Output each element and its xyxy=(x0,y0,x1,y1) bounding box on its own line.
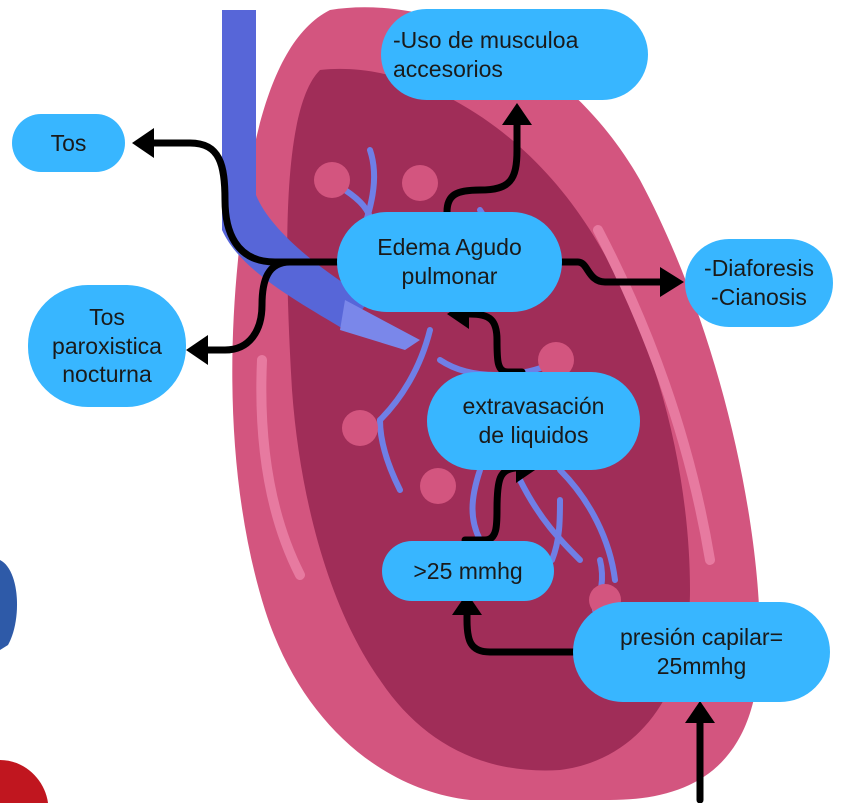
node-presion-capilar-text: presión capilar= 25mmhg xyxy=(620,623,783,681)
node-presion-capilar: presión capilar= 25mmhg xyxy=(573,602,830,702)
node-edema-agudo-text: Edema Agudo pulmonar xyxy=(377,233,522,291)
node-tos: Tos xyxy=(12,114,125,172)
node-mmhg-text: >25 mmhg xyxy=(413,557,522,586)
left-edge-red-shape xyxy=(0,760,48,803)
node-mmhg: >25 mmhg xyxy=(382,541,554,601)
node-diaforesis-cianosis: -Diaforesis -Cianosis xyxy=(685,239,833,327)
node-uso-musculos: -Uso de musculoa accesorios xyxy=(381,9,648,100)
node-uso-musculos-text: -Uso de musculoa accesorios xyxy=(393,26,578,84)
left-edge-blue-shape xyxy=(0,560,17,650)
node-tos-paroxistica-text: Tos paroxistica nocturna xyxy=(52,303,162,389)
node-extravasacion-text: extravasación de liquidos xyxy=(463,392,605,450)
node-edema-agudo: Edema Agudo pulmonar xyxy=(337,212,562,312)
node-tos-text: Tos xyxy=(51,129,87,158)
node-diaforesis-cianosis-text: -Diaforesis -Cianosis xyxy=(704,254,814,312)
node-tos-paroxistica: Tos paroxistica nocturna xyxy=(28,285,186,407)
node-extravasacion: extravasación de liquidos xyxy=(427,372,640,470)
